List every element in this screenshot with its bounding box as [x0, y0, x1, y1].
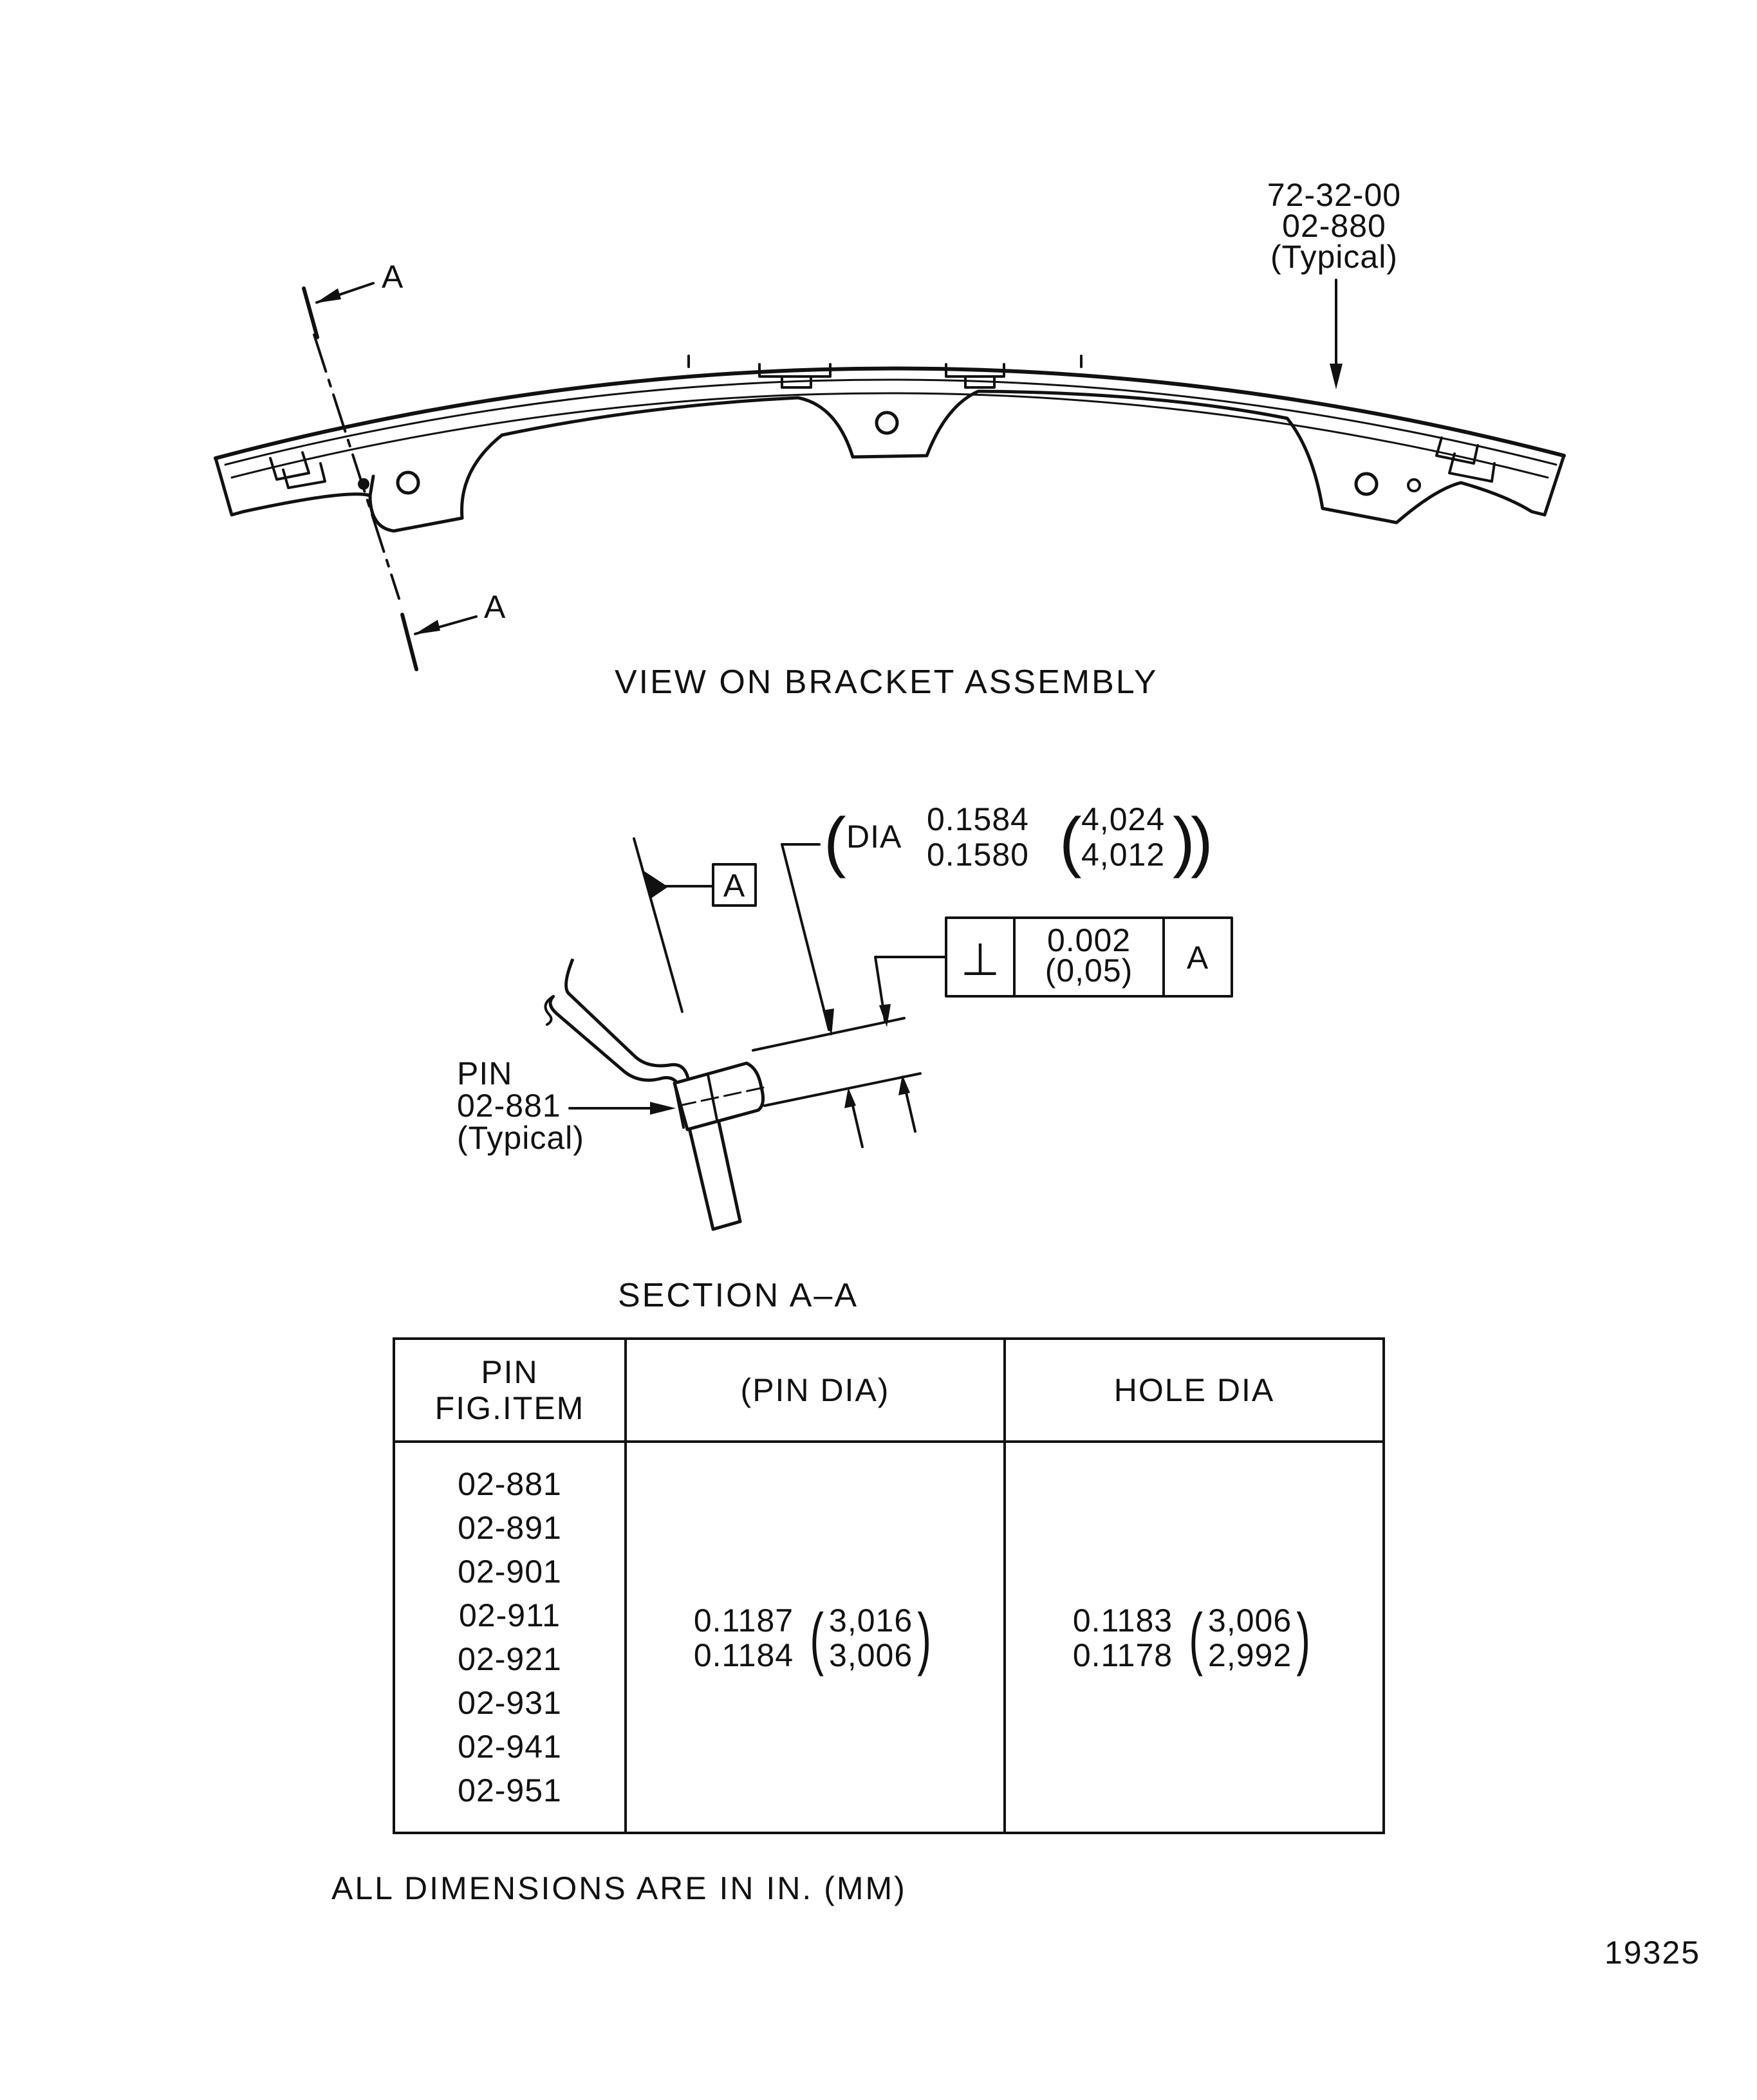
rim-slots [269, 355, 1496, 489]
header-fig-item-label: FIG.ITEM [434, 1390, 585, 1426]
list-item: 02-881 [458, 1466, 562, 1502]
fcf-tolerance-in: 0.002 [1047, 922, 1131, 958]
bracket-top-rim [214, 366, 1566, 460]
bracket-left-end [214, 456, 245, 517]
figure-number: 19325 [1604, 1935, 1701, 1971]
dia-close-paren-outer: ) [1191, 804, 1213, 879]
header-pin-dia: (PIN DIA) [624, 1337, 1006, 1443]
section-mark-top [302, 286, 319, 339]
bracket-hole-center [875, 411, 899, 435]
dia-open-paren-outer: ( [824, 804, 846, 879]
header-pin-fig-item: PIN FIG.ITEM [393, 1337, 627, 1443]
dimensions-note: ALL DIMENSIONS ARE IN IN. (MM) [331, 1870, 907, 1906]
section-view-caption: SECTION A–A [618, 1277, 859, 1314]
pin-label-title: PIN [457, 1055, 512, 1092]
pin-axis [678, 1085, 770, 1107]
section-line-aa [313, 333, 400, 600]
pin-hole-table: PIN FIG.ITEM (PIN DIA) HOLE DIA 02-881 0… [393, 1337, 1385, 1834]
fcf-leader-arrowhead [879, 1004, 891, 1027]
section-mark-bottom [400, 613, 418, 671]
hole-dia-max-in: 0.1183 [1072, 1603, 1173, 1639]
callout-typical-label: (Typical) [1270, 239, 1398, 275]
hole-dia-min-in: 0.1178 [1072, 1637, 1173, 1673]
table-row: 02-881 02-891 02-901 02-911 02-921 02-93… [393, 1440, 1385, 1834]
dia-min-mm: 4,012 [1081, 837, 1165, 873]
list-item: 02-891 [458, 1510, 562, 1546]
datum-a-label: A [723, 868, 745, 904]
fcf-tolerance-mm: (0,05) [1045, 952, 1133, 989]
bracket-right-end [1530, 454, 1566, 517]
header-pin-dia-label: (PIN DIA) [740, 1372, 890, 1408]
bracket-hole-left [396, 470, 420, 495]
dia-extension-lower [763, 1072, 922, 1107]
dia-min-in: 0.1580 [927, 837, 1029, 873]
dia-leader-arrowhead [823, 1008, 834, 1036]
fcf-datum: A [1187, 940, 1209, 976]
bracket-lower-outline [241, 389, 1534, 533]
list-item: 02-921 [458, 1641, 562, 1677]
list-item: 02-911 [459, 1597, 561, 1633]
dia-extension-upper [752, 1017, 906, 1052]
dim-arrow-left-head [844, 1088, 856, 1108]
callout-part-number: 02-880 [1282, 208, 1386, 244]
pin-dia-cell: 0.1187 0.1184 ( 3,016 3,006 ) [624, 1440, 1006, 1834]
section-arrow-bottom-head [414, 620, 440, 635]
datum-triangle [644, 871, 668, 899]
bracket-web-break [544, 995, 555, 1026]
dia-max-mm: 4,024 [1081, 801, 1165, 837]
pin-label-typical: (Typical) [457, 1120, 584, 1156]
datum-a-box [712, 863, 757, 907]
section-mark-label-bottom: A [484, 589, 506, 625]
bracket-assembly-view: A A 72-32-00 02-880 (Typical) VIEW ON BR… [214, 177, 1566, 701]
list-item: 02-951 [458, 1772, 562, 1808]
hole-dia-tolerance: 0.1183 0.1178 ( 3,006 2,992 ) [1072, 1599, 1311, 1677]
list-item: 02-901 [458, 1554, 562, 1590]
dia-max-in: 0.1584 [927, 801, 1029, 837]
list-item: 02-931 [458, 1685, 562, 1721]
hole-dia-cell: 0.1183 0.1178 ( 3,006 2,992 ) [1003, 1440, 1385, 1834]
table-header-row: PIN FIG.ITEM (PIN DIA) HOLE DIA [393, 1337, 1385, 1443]
pin-dia-tolerance: 0.1187 0.1184 ( 3,016 3,006 ) [693, 1599, 932, 1677]
pin-dia-min-in: 0.1184 [693, 1637, 794, 1673]
dia-prefix: DIA [846, 819, 902, 855]
bracket-rim-second-line [230, 392, 1549, 479]
bracket-leg [685, 1115, 742, 1231]
list-item: 02-941 [458, 1729, 562, 1765]
pin-dia-max-in: 0.1187 [693, 1603, 794, 1639]
section-arrow-top-head [315, 288, 341, 303]
dia-close-paren-inner: ) [1173, 804, 1195, 879]
bracket-hole-right [1354, 472, 1379, 496]
bracket-rim-inner-line [224, 378, 1557, 466]
section-aa-view: A ( DIA 0.1584 0.1580 ( 4,024 4,012 ) ) [457, 801, 1233, 1314]
dia-leader [781, 843, 830, 1031]
pin-dia-max-mm: 3,016 [829, 1603, 913, 1639]
dim-arrow-right-head [898, 1075, 910, 1095]
header-hole-dia-label: HOLE DIA [1113, 1372, 1275, 1408]
pin-label-arrowhead [650, 1102, 676, 1115]
bracket-view-caption: VIEW ON BRACKET ASSEMBLY [615, 664, 1158, 701]
fcf-frame [945, 916, 1233, 998]
pin-dia-min-mm: 3,006 [829, 1637, 913, 1673]
fcf-leader [874, 956, 947, 1021]
pin-bore [673, 1073, 718, 1129]
perpendicularity-symbol: ⊥ [961, 934, 1000, 985]
callout-ref-number: 72-32-00 [1267, 177, 1401, 213]
dia-open-paren-inner: ( [1059, 804, 1082, 879]
fig-item-cell: 02-881 02-891 02-901 02-911 02-921 02-93… [393, 1440, 627, 1834]
callout-arrowhead [1330, 364, 1343, 389]
hole-dia-min-mm: 2,992 [1208, 1637, 1292, 1673]
bracket-hole-right-small [1407, 478, 1421, 492]
header-hole-dia: HOLE DIA [1003, 1337, 1385, 1443]
section-mark-label-top: A [382, 259, 404, 295]
bracket-left-lobe [368, 474, 375, 497]
hole-dia-max-mm: 3,006 [1208, 1603, 1292, 1639]
pin-label-number: 02-881 [457, 1088, 561, 1124]
header-pin-label: PIN [481, 1354, 539, 1390]
datum-a-line [633, 837, 683, 1013]
